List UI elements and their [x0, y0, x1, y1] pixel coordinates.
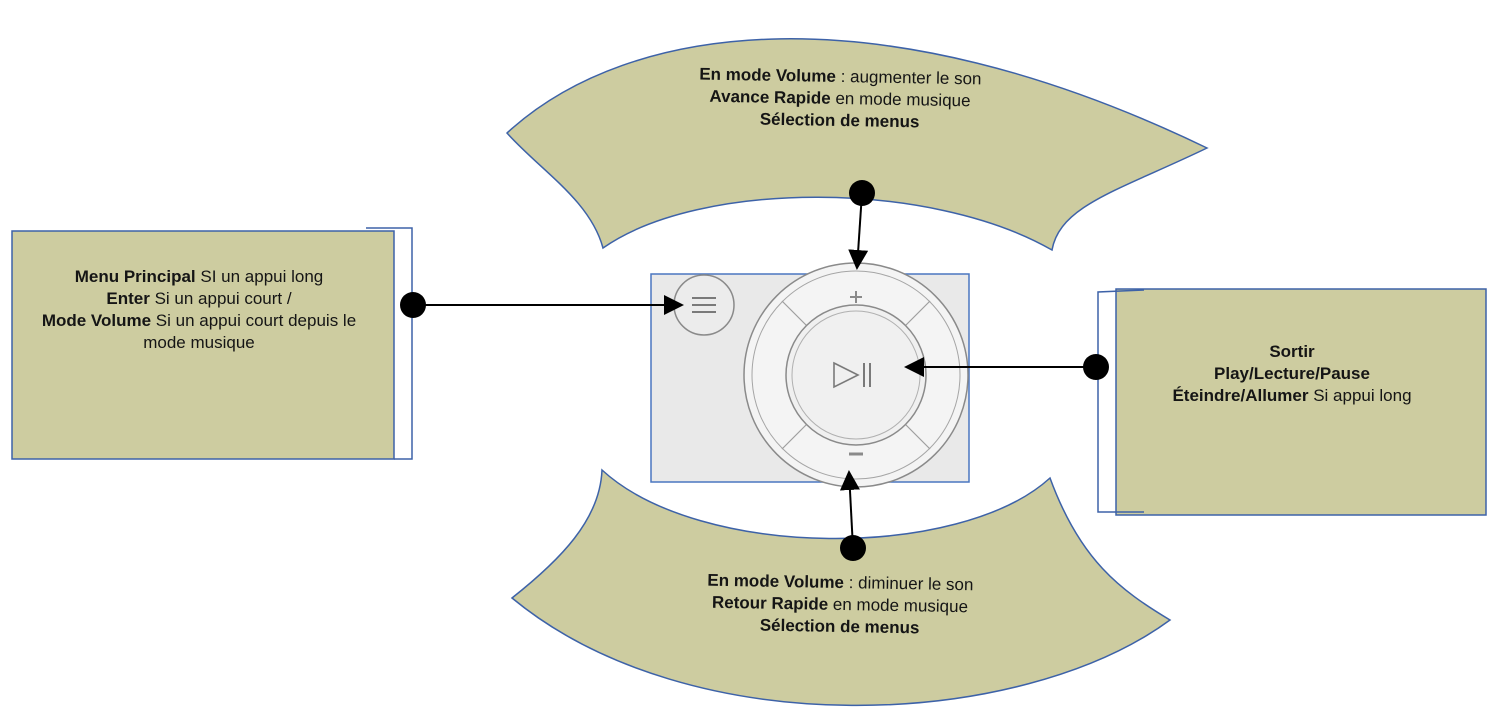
device-panel — [650, 262, 970, 488]
right-line-1: Sortir — [1116, 341, 1468, 363]
connector-left — [400, 292, 684, 318]
bottom-callout-text: En mode Volume : diminuer le son Retour … — [559, 567, 1120, 643]
right-line-3-bold: Éteindre/Allumer — [1172, 386, 1309, 405]
top-line-3-bold: Sélection de menus — [759, 109, 920, 132]
left-line-3-bold: Mode Volume — [41, 311, 152, 330]
left-line-3: Mode Volume Si un appui court depuis le … — [24, 310, 374, 354]
bottom-line-2-rest: en mode musique — [828, 594, 969, 617]
left-box-panel — [11, 227, 413, 460]
bottom-line-2-bold: Retour Rapide — [711, 592, 829, 614]
top-arc-panel — [505, 38, 1209, 252]
left-line-2-rest: Si un appui court / — [149, 289, 292, 308]
bottom-line-1-rest: : diminuer le son — [843, 573, 974, 595]
left-line-2: Enter Si un appui court / — [24, 288, 374, 310]
bottom-arc-panel — [510, 468, 1172, 707]
connector-top — [848, 180, 875, 270]
top-line-2-bold: Avance Rapide — [709, 86, 831, 108]
left-line-1-rest: SI un appui long — [195, 267, 324, 286]
left-line-1-bold: Menu Principal — [74, 267, 196, 286]
bottom-line-1-bold: En mode Volume — [707, 570, 845, 593]
top-line-2-rest: en mode musique — [830, 88, 971, 111]
top-line-1-rest: : augmenter le son — [835, 66, 982, 89]
right-line-2-bold: Play/Lecture/Pause — [1214, 364, 1370, 383]
bottom-line-3-bold: Sélection de menus — [759, 615, 920, 638]
right-callout-text: Sortir Play/Lecture/Pause Éteindre/Allum… — [1116, 341, 1468, 407]
connector-bottom — [839, 470, 866, 561]
connector-right — [904, 354, 1109, 380]
top-line-1-bold: En mode Volume — [699, 64, 837, 86]
left-line-1: Menu Principal SI un appui long — [24, 266, 374, 288]
volume-plus-icon[interactable] — [850, 291, 862, 303]
left-callout-text: Menu Principal SI un appui long Enter Si… — [24, 266, 374, 354]
top-callout-text: En mode Volume : augmenter le son Avance… — [559, 61, 1120, 137]
right-line-3-rest: Si appui long — [1308, 386, 1412, 405]
menu-lines-icon — [692, 297, 716, 313]
play-pause-button[interactable] — [785, 304, 927, 446]
left-line-2-bold: Enter — [106, 289, 150, 308]
right-line-2: Play/Lecture/Pause — [1116, 363, 1468, 385]
play-pause-icon — [833, 361, 871, 389]
right-box-panel — [1097, 288, 1487, 516]
right-line-1-bold: Sortir — [1269, 342, 1315, 361]
right-line-3: Éteindre/Allumer Si appui long — [1116, 385, 1468, 407]
left-line-3-rest: Si un appui court depuis le mode musique — [143, 311, 357, 352]
